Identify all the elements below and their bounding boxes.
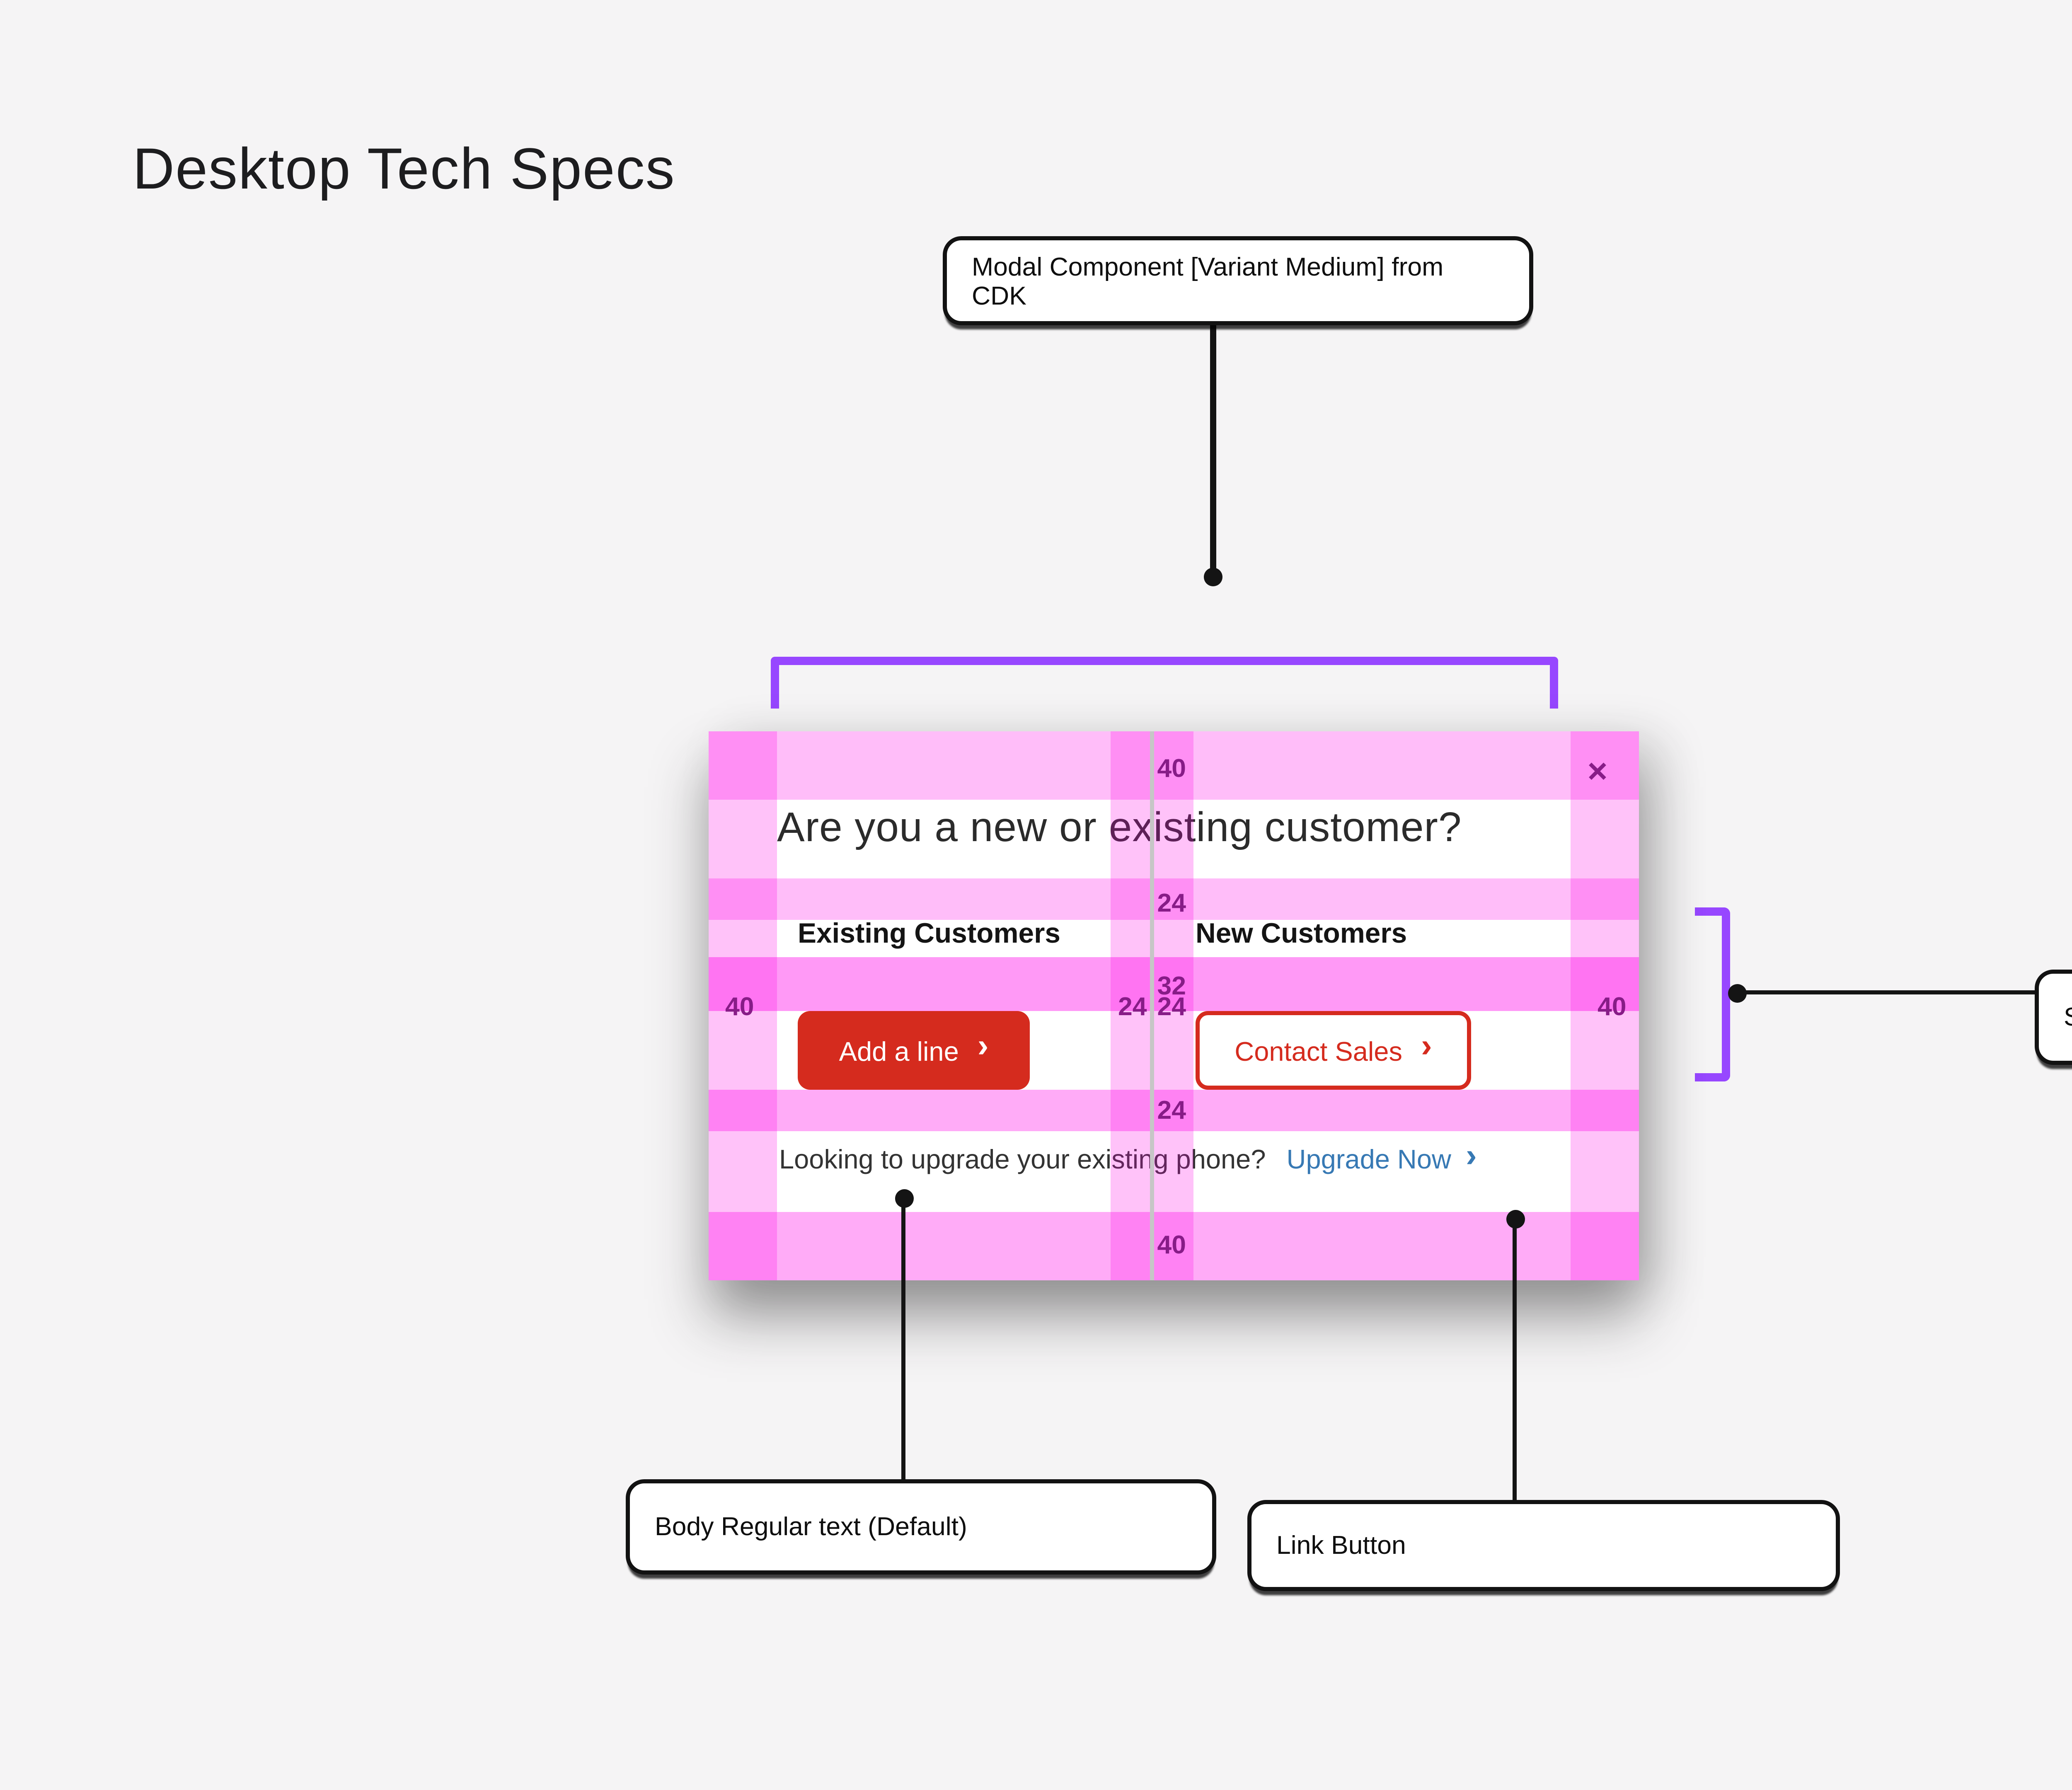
connector-link-button (1512, 1220, 1518, 1502)
spacing-label-top: 40 (1157, 754, 1186, 783)
connector-dot-modal (1204, 568, 1222, 586)
chevron-right-icon: › (977, 1030, 989, 1065)
callout-link-button-label: Link Button (1276, 1531, 1406, 1560)
callout-modal-component: Modal Component [Variant Medium] from CD… (943, 236, 1533, 325)
callout-split-path: Split Path component from CDK (2035, 970, 2072, 1065)
chevron-right-icon: › (1421, 1030, 1432, 1065)
measure-bracket-split-path (1695, 907, 1730, 1081)
measure-bracket-top (771, 657, 1558, 709)
page-title: Desktop Tech Specs (133, 137, 675, 201)
callout-body-regular: Body Regular text (Default) (626, 1479, 1216, 1575)
add-a-line-button-label: Add a line (839, 1035, 959, 1066)
spacing-label-below-heading: 24 (1157, 889, 1186, 918)
contact-sales-button[interactable]: Contact Sales › (1196, 1011, 1471, 1090)
add-a-line-button[interactable]: Add a line › (798, 1011, 1030, 1090)
upgrade-now-link[interactable]: Upgrade Now › (1286, 1138, 1477, 1175)
existing-customers-header: Existing Customers (798, 918, 1060, 949)
connector-split-path (1738, 989, 2035, 995)
connector-body-text (900, 1202, 906, 1481)
modal-footer: Looking to upgrade your existing phone? … (779, 1138, 1477, 1175)
spacing-label-bottom: 40 (1157, 1231, 1186, 1260)
callout-modal-component-label: Modal Component [Variant Medium] from CD… (972, 252, 1444, 310)
connector-modal-callout (1210, 323, 1216, 570)
chevron-right-icon: › (1466, 1138, 1477, 1174)
callout-split-path-label: Split Path component from CDK (2064, 1003, 2072, 1032)
spacing-label-gutter-right: 24 (1157, 992, 1186, 1021)
spacing-label-gutter-left: 24 (1118, 992, 1147, 1021)
new-customers-header: New Customers (1196, 918, 1407, 949)
spacing-label-above-footer: 24 (1157, 1096, 1186, 1125)
callout-link-button: Link Button (1247, 1500, 1840, 1591)
close-icon[interactable]: ✕ (1586, 756, 1609, 787)
spacing-label-margin-left: 40 (725, 992, 754, 1021)
footer-body-text: Looking to upgrade your existing phone? (779, 1144, 1266, 1175)
modal-dialog: Are you a new or existing customer? Exis… (709, 731, 1639, 1280)
spacing-label-header-gap: 32 (1157, 970, 1186, 1000)
contact-sales-button-label: Contact Sales (1234, 1035, 1402, 1066)
upgrade-now-link-label: Upgrade Now (1286, 1144, 1452, 1175)
gutter-hairline (1150, 731, 1153, 1280)
modal-heading: Are you a new or existing customer? (777, 806, 1462, 851)
spacing-label-margin-right: 40 (1598, 992, 1627, 1021)
callout-body-regular-label: Body Regular text (Default) (655, 1512, 967, 1541)
